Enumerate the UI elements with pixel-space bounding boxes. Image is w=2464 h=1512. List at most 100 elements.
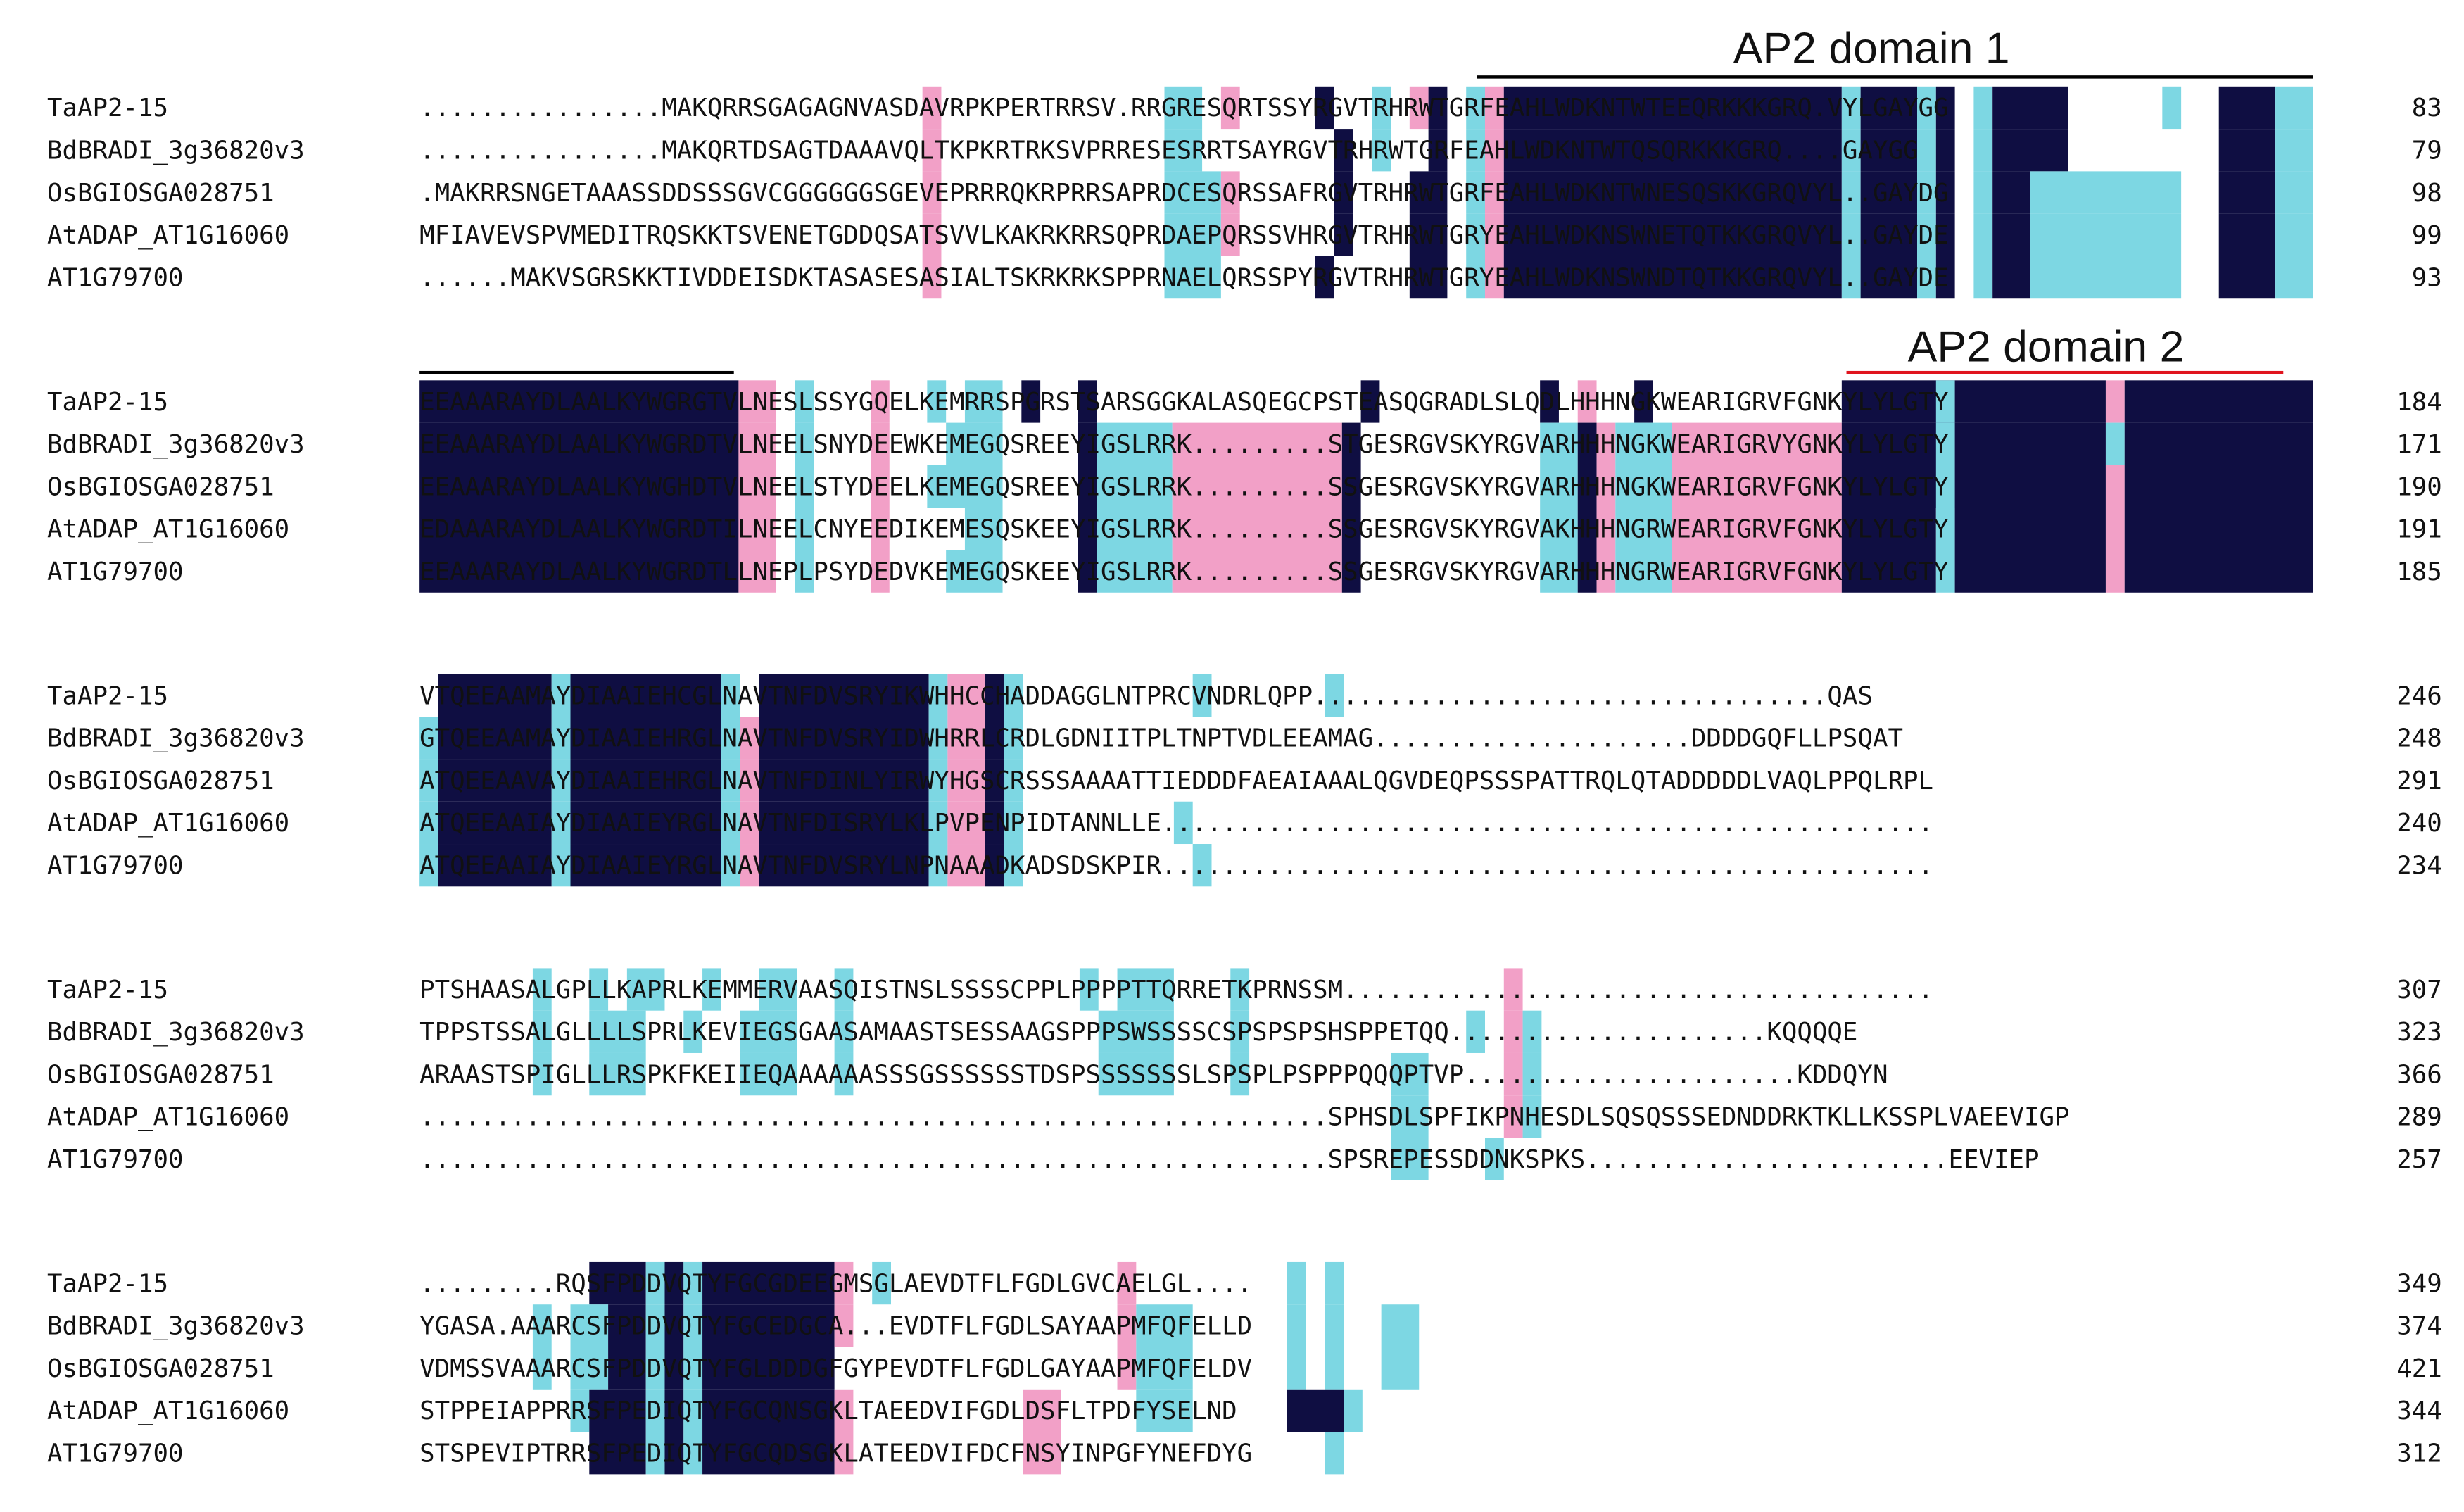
sequence-residues: VTQEEAAMAYDIAAIEHCGLNAVTNFDVSRYIKWHHCCHA… [419, 680, 1873, 711]
ap2-domain-2-label: AP2 domain 2 [1907, 322, 2185, 371]
sequence-row: AtADAP_AT1G16060 MFIAVEVSPVMEDITRQSKKTSV… [0, 213, 2464, 256]
residue-end-number: 344 [2396, 1395, 2442, 1426]
sequence-row: OsBGIOSGA028751 VDMSSVAAARCSFPDDVQTYFGLD… [0, 1347, 2464, 1390]
sequence-name: OsBGIOSGA028751 [46, 177, 274, 208]
residue-end-number: 99 [2411, 220, 2442, 251]
sequence-residues: PTSHAASALGPLLKAPRLKEMMERVAASQISTNSLSSSSC… [419, 974, 1933, 1004]
sequence-row: AT1G79700 EEAAARAYDLAALKYWGRDTLLNEPLPSYD… [0, 550, 2464, 593]
residue-end-number: 307 [2396, 974, 2442, 1004]
sequence-name: AT1G79700 [46, 1438, 184, 1468]
sequence-residues: .........RQSFPDDVQTYFGCGDEEGMSGLAEVDTFLF… [419, 1268, 1253, 1299]
sequence-name: AtADAP_AT1G16060 [46, 1395, 290, 1426]
residue-end-number: 291 [2396, 765, 2442, 795]
residue-end-number: 257 [2396, 1144, 2442, 1174]
residue-end-number: 184 [2396, 386, 2442, 417]
residue-end-number: 190 [2396, 471, 2442, 502]
ap2-domain-1-label: AP2 domain 1 [1733, 23, 2010, 73]
sequence-name: AtADAP_AT1G16060 [46, 220, 290, 251]
sequence-row: OsBGIOSGA028751 ARAASTSPIGLLLRSPKFKEIIEQ… [0, 1052, 2464, 1096]
sequence-name: BdBRADI_3g36820v3 [46, 723, 305, 753]
sequence-row: AT1G79700 STSPEVIPTRRSFPEDIQTYFGCQDSGKLA… [0, 1432, 2464, 1475]
sequence-residues: ARAASTSPIGLLLRSPKFKEIIEQAAAAAASSSGSSSSSS… [419, 1059, 1888, 1090]
residue-end-number: 289 [2396, 1102, 2442, 1132]
sequence-residues: ATQEEAAVAYDIAAIEHRGLNAVTNFDINLYIRWYHGSCR… [419, 765, 1933, 795]
sequence-residues: GTQEEAAMAYDIAAIEHRGLNAVTNFDVSRYIDWHRRLCR… [419, 723, 1903, 753]
residue-end-number: 185 [2396, 556, 2442, 586]
sequence-residues: EEAAARAYDLAALKYWGRDTVLNEELSNYDEEWKEMEGQS… [419, 429, 1949, 459]
sequence-residues: EEAAARAYDLAALKYWGRGTVLNESLSSYGQELKEMRRSP… [419, 386, 1949, 417]
sequence-residues: EEAAARAYDLAALKYWGHDTVLNEELSTYDEELKEMEGQS… [419, 471, 1949, 502]
residue-end-number: 374 [2396, 1311, 2442, 1341]
sequence-row: BdBRADI_3g36820v3 ................MAKQRT… [0, 129, 2464, 172]
sequence-name: AT1G79700 [46, 850, 184, 881]
sequence-residues: ........................................… [419, 1144, 2040, 1174]
residue-end-number: 171 [2396, 429, 2442, 459]
sequence-row: AtADAP_AT1G16060 ATQEEAAIAYDIAAIEYRGLNAV… [0, 801, 2464, 845]
sequence-name: TaAP2-15 [46, 974, 169, 1004]
residue-end-number: 246 [2396, 680, 2442, 711]
residue-end-number: 248 [2396, 723, 2442, 753]
sequence-row: AtADAP_AT1G16060 EDAAARAYDLAALKYWGRDTILN… [0, 508, 2464, 550]
sequence-row: TaAP2-15 .........RQSFPDDVQTYFGCGDEEGMSG… [0, 1261, 2464, 1305]
sequence-row: BdBRADI_3g36820v3 TPPSTSSALGLLLLSPRLKEVI… [0, 1010, 2464, 1053]
sequence-residues: EEAAARAYDLAALKYWGRDTLLNEPLPSYDEDVKEMEGQS… [419, 556, 1949, 586]
sequence-row: AT1G79700 ATQEEAAIAYDIAAIEYRGLNAVTNFDVSR… [0, 844, 2464, 887]
sequence-name: AtADAP_AT1G16060 [46, 514, 290, 544]
sequence-row: TaAP2-15 VTQEEAAMAYDIAAIEHCGLNAVTNFDVSRY… [0, 674, 2464, 717]
sequence-row: TaAP2-15 ................MAKQRRSGAGAGNVA… [0, 86, 2464, 130]
sequence-row: AtADAP_AT1G16060 STPPEIAPPRRSFPEDIQTYFGC… [0, 1389, 2464, 1432]
sequence-row: BdBRADI_3g36820v3 GTQEEAAMAYDIAAIEHRGLNA… [0, 717, 2464, 760]
sequence-name: BdBRADI_3g36820v3 [46, 1016, 305, 1047]
ap2-domain-1-line [1477, 75, 2313, 79]
sequence-row: TaAP2-15 PTSHAASALGPLLKAPRLKEMMERVAASQIS… [0, 968, 2464, 1011]
sequence-row: AT1G79700 ......MAKVSGRSKKTIVDDEISDKTASA… [0, 256, 2464, 299]
ap2-domain-1-line-continued [419, 370, 734, 374]
sequence-name: OsBGIOSGA028751 [46, 765, 274, 795]
sequence-residues: STSPEVIPTRRSFPEDIQTYFGCQDSGKLATEEDVIFDCF… [419, 1438, 1253, 1468]
sequence-name: TaAP2-15 [46, 386, 169, 417]
sequence-residues: ATQEEAAIAYDIAAIEYRGLNAVTNFDVSRYLNPNAAADK… [419, 850, 1933, 881]
sequence-residues: MFIAVEVSPVMEDITRQSKKTSVENETGDDQSATSVVLKA… [419, 220, 1949, 251]
sequence-name: AT1G79700 [46, 556, 184, 586]
residue-end-number: 98 [2411, 177, 2442, 208]
sequence-name: AtADAP_AT1G16060 [46, 807, 290, 838]
sequence-name: OsBGIOSGA028751 [46, 471, 274, 502]
sequence-name: TaAP2-15 [46, 680, 169, 711]
sequence-residues: ................MAKQRTDSAGTDAAAVQLTKPKRT… [419, 135, 1919, 165]
sequence-residues: ................MAKQRRSGAGAGNVASDAVRPKPE… [419, 92, 1949, 123]
residue-end-number: 421 [2396, 1353, 2442, 1383]
residue-end-number: 79 [2411, 135, 2442, 165]
sequence-row: OsBGIOSGA028751 EEAAARAYDLAALKYWGHDTVLNE… [0, 465, 2464, 508]
sequence-row: BdBRADI_3g36820v3 YGASA.AAARCSFPDDVQTYFG… [0, 1304, 2464, 1347]
sequence-residues: .MAKRRSNGETAAASSDDSSSGVCGGGGGGSGEVEPRRRQ… [419, 177, 1949, 208]
sequence-name: TaAP2-15 [46, 1268, 169, 1299]
residue-end-number: 323 [2396, 1016, 2442, 1047]
sequence-row: OsBGIOSGA028751 .MAKRRSNGETAAASSDDSSSGVC… [0, 171, 2464, 214]
residue-end-number: 234 [2396, 850, 2442, 881]
sequence-name: AT1G79700 [46, 1144, 184, 1174]
residue-end-number: 366 [2396, 1059, 2442, 1090]
sequence-name: BdBRADI_3g36820v3 [46, 1311, 305, 1341]
sequence-row: BdBRADI_3g36820v3 EEAAARAYDLAALKYWGRDTVL… [0, 422, 2464, 465]
residue-end-number: 240 [2396, 807, 2442, 838]
sequence-residues: ......MAKVSGRSKKTIVDDEISDKTASASESASIALTS… [419, 262, 1949, 293]
sequence-name: BdBRADI_3g36820v3 [46, 429, 305, 459]
sequence-name: OsBGIOSGA028751 [46, 1059, 274, 1090]
sequence-name: TaAP2-15 [46, 92, 169, 123]
sequence-name: OsBGIOSGA028751 [46, 1353, 274, 1383]
residue-end-number: 312 [2396, 1438, 2442, 1468]
sequence-residues: VDMSSVAAARCSFPDDVQTYFGLDDDGFGYPEVDTFLFGD… [419, 1353, 1253, 1383]
sequence-residues: ATQEEAAIAYDIAAIEYRGLNAVTNFDISRYLKLPVPENP… [419, 807, 1933, 838]
sequence-residues: ........................................… [419, 1102, 2070, 1132]
sequence-residues: STPPEIAPPRRSFPEDIQTYFGCQNSGKLTAEEDVIFGDL… [419, 1395, 1237, 1426]
sequence-name: BdBRADI_3g36820v3 [46, 135, 305, 165]
sequence-row: AT1G79700 ..............................… [0, 1138, 2464, 1180]
sequence-row: OsBGIOSGA028751 ATQEEAAVAYDIAAIEHRGLNAVT… [0, 759, 2464, 802]
ap2-domain-2-line [1846, 370, 2284, 374]
sequence-row: TaAP2-15 EEAAARAYDLAALKYWGRGTVLNESLSSYGQ… [0, 380, 2464, 423]
sequence-name: AT1G79700 [46, 262, 184, 293]
residue-end-number: 83 [2411, 92, 2442, 123]
sequence-residues: YGASA.AAARCSFPDDVQTYFGCEDGCA...EVDTFLFGD… [419, 1311, 1253, 1341]
sequence-row: AtADAP_AT1G16060 .......................… [0, 1095, 2464, 1138]
